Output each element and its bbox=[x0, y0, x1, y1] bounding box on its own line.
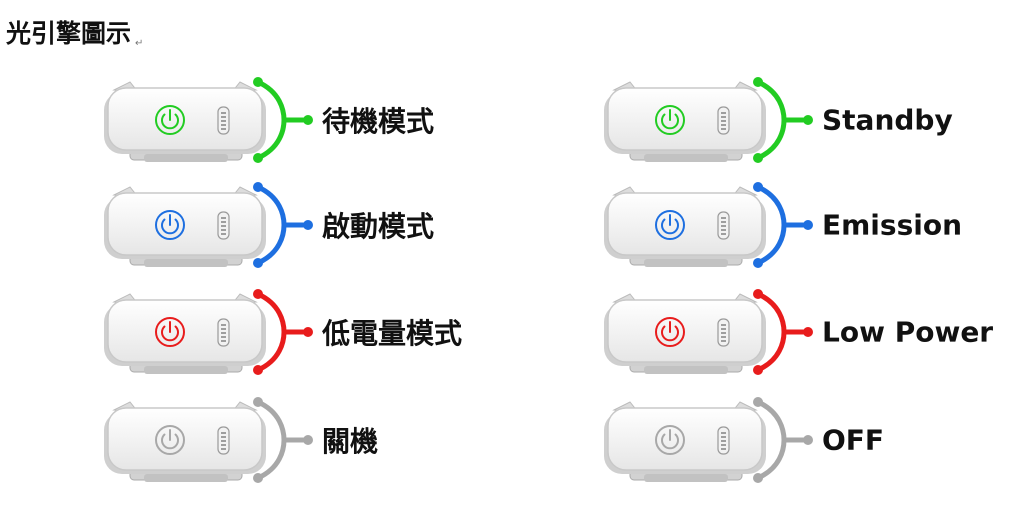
mode-label: 待機模式 bbox=[322, 105, 435, 138]
mode-label: 低電量模式 bbox=[322, 317, 463, 350]
battery-indicator-icon bbox=[217, 318, 230, 347]
bracket-connector-icon bbox=[753, 77, 813, 163]
mode-en-3: Low Power bbox=[600, 282, 1024, 382]
battery-indicator-icon bbox=[217, 426, 230, 455]
mode-label: 啟動模式 bbox=[322, 210, 435, 243]
power-icon bbox=[155, 425, 185, 455]
mode-en-1: Standby bbox=[600, 70, 1024, 170]
power-icon bbox=[155, 105, 185, 135]
mode-zh-3: 低電量模式 bbox=[100, 282, 560, 382]
battery-indicator-icon bbox=[717, 106, 730, 135]
mode-label: Emission bbox=[822, 208, 962, 242]
mode-zh-1: 待機模式 bbox=[100, 70, 560, 170]
bracket-connector-icon bbox=[753, 289, 813, 375]
light-engine-device bbox=[604, 81, 766, 162]
battery-indicator-icon bbox=[717, 318, 730, 347]
power-icon bbox=[655, 317, 685, 347]
light-engine-device bbox=[104, 81, 266, 162]
page-title-text: 光引擎圖示 bbox=[6, 19, 132, 48]
light-engine-device bbox=[604, 293, 766, 374]
battery-indicator-icon bbox=[717, 211, 730, 240]
light-engine-device bbox=[604, 401, 766, 482]
power-icon bbox=[655, 210, 685, 240]
light-engine-device bbox=[604, 186, 766, 267]
power-icon bbox=[155, 317, 185, 347]
light-engine-device bbox=[104, 186, 266, 267]
page-title: 光引擎圖示↵ bbox=[6, 14, 143, 50]
mode-label: 關機 bbox=[322, 425, 379, 458]
battery-indicator-icon bbox=[217, 211, 230, 240]
power-icon bbox=[155, 210, 185, 240]
paragraph-mark: ↵ bbox=[135, 38, 144, 49]
mode-label: Low Power bbox=[822, 315, 994, 349]
mode-zh-4: 關機 bbox=[100, 390, 560, 490]
bracket-connector-icon bbox=[753, 397, 813, 483]
mode-en-4: OFF bbox=[600, 390, 1024, 490]
power-icon bbox=[655, 105, 685, 135]
light-engine-device bbox=[104, 401, 266, 482]
bracket-connector-icon bbox=[753, 182, 813, 268]
battery-indicator-icon bbox=[217, 106, 230, 135]
mode-label: OFF bbox=[822, 423, 885, 457]
bracket-connector-icon bbox=[253, 289, 313, 375]
light-engine-device bbox=[104, 293, 266, 374]
mode-label: Standby bbox=[822, 103, 953, 137]
bracket-connector-icon bbox=[253, 77, 313, 163]
power-icon bbox=[655, 425, 685, 455]
bracket-connector-icon bbox=[253, 397, 313, 483]
mode-zh-2: 啟動模式 bbox=[100, 175, 560, 275]
mode-en-2: Emission bbox=[600, 175, 1024, 275]
bracket-connector-icon bbox=[253, 182, 313, 268]
battery-indicator-icon bbox=[717, 426, 730, 455]
